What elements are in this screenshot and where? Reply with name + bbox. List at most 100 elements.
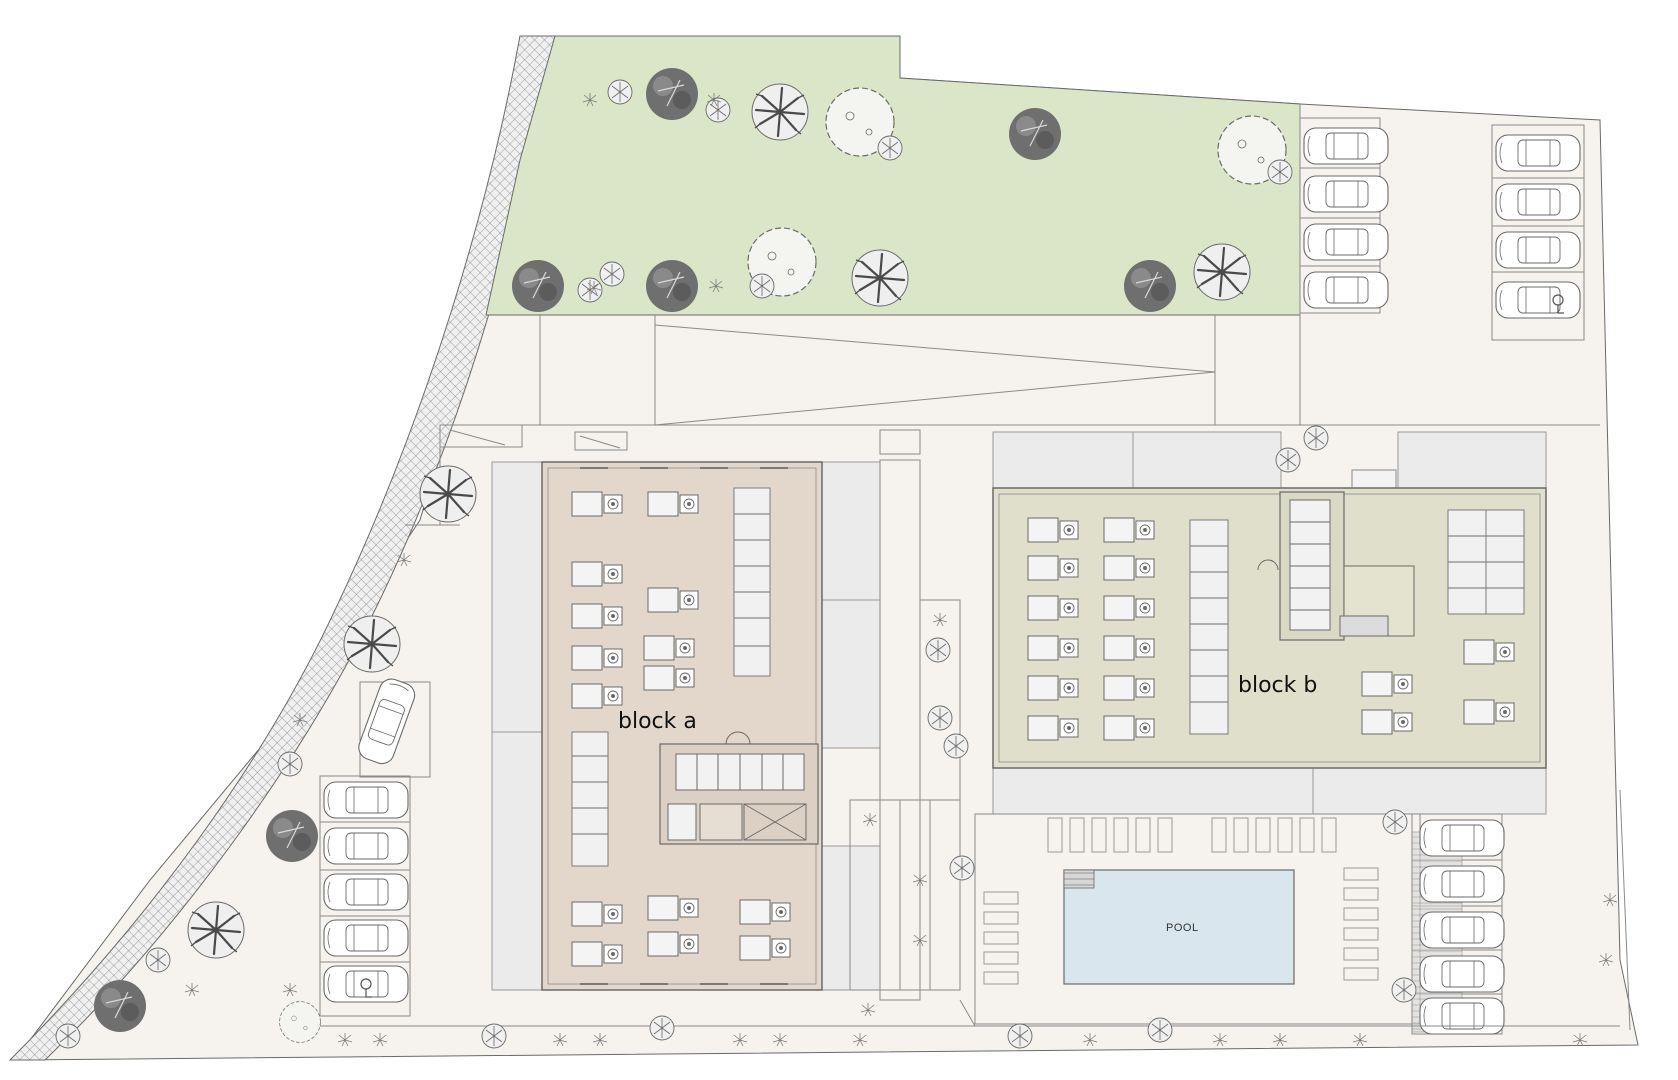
bed-icon	[571, 901, 623, 927]
tree-icon	[645, 259, 699, 313]
shrub-icon	[1147, 1017, 1173, 1043]
bed-icon	[571, 603, 623, 629]
boundary-wall	[8, 35, 556, 1061]
bed-icon	[1463, 639, 1515, 665]
bed-icon	[1103, 595, 1155, 621]
shrub-icon	[1267, 159, 1293, 185]
perimeter-lines	[320, 789, 1631, 1031]
car-icon	[1303, 175, 1389, 213]
car-icon	[1419, 997, 1505, 1035]
bed-icon	[1027, 715, 1079, 741]
shrub-icon	[55, 1023, 81, 1049]
car-icon	[1303, 127, 1389, 165]
bed-icon	[571, 645, 623, 671]
stair-icon	[659, 731, 819, 845]
bed-icon	[1027, 675, 1079, 701]
bed-icon	[571, 683, 623, 709]
block-b-label: block b	[1238, 673, 1317, 698]
bed-icon	[571, 561, 623, 587]
bed-icon	[1027, 517, 1079, 543]
tree-icon	[1008, 107, 1062, 161]
car-icon	[1419, 865, 1505, 903]
car-icon	[1495, 134, 1581, 172]
tree-icon	[511, 259, 565, 313]
bed-icon	[739, 935, 791, 961]
bed-icon	[647, 587, 699, 613]
car-icon	[1419, 911, 1505, 949]
bed-icon	[1103, 715, 1155, 741]
tree-icon	[279, 1001, 321, 1043]
parked-cars-west	[323, 675, 419, 1003]
bed-icon	[571, 941, 623, 967]
wardrobe-icon	[1189, 509, 1525, 735]
car-icon	[1419, 819, 1505, 857]
bed-icon	[1103, 635, 1155, 661]
shrub-icon	[925, 637, 951, 663]
shrub-icon	[927, 705, 953, 731]
tree-icon	[750, 82, 810, 142]
parked-cars-east	[1419, 819, 1505, 1035]
bed-icon	[643, 665, 695, 691]
car-icon	[1303, 271, 1389, 309]
shrub-icon	[145, 947, 171, 973]
bed-icon	[647, 491, 699, 517]
parking-area-north	[1299, 117, 1585, 341]
bed-icon	[643, 635, 695, 661]
tree-icon	[1123, 259, 1177, 313]
tree-icon	[1192, 242, 1252, 302]
shrub-icon	[1303, 425, 1329, 451]
bed-icon	[647, 931, 699, 957]
car-icon	[323, 919, 409, 957]
car-icon	[323, 781, 409, 819]
shrub-icon	[877, 135, 903, 161]
shrub-icon	[949, 855, 975, 881]
accessible-parking-icon	[360, 978, 372, 998]
shrub-icon	[1382, 809, 1408, 835]
block-a: block a	[491, 461, 881, 991]
bed-icon	[1361, 671, 1413, 697]
tree-icon	[418, 464, 478, 524]
car-icon	[323, 873, 409, 911]
car-icon	[323, 827, 409, 865]
car-icon	[1303, 223, 1389, 261]
bed-icon	[1027, 555, 1079, 581]
bed-icon	[1103, 517, 1155, 543]
central-walkway	[849, 459, 961, 1001]
tree-icon	[850, 248, 910, 308]
bed-icon	[647, 895, 699, 921]
shrub-icon	[277, 751, 303, 777]
car-icon	[1495, 281, 1581, 319]
bed-icon	[1027, 595, 1079, 621]
shrub-icon	[943, 733, 969, 759]
shrub-icon	[1275, 447, 1301, 473]
pool-deck	[974, 813, 1421, 1025]
bed-icon	[1103, 675, 1155, 701]
wardrobe-icon	[571, 487, 771, 867]
car-icon	[1419, 955, 1505, 993]
bed-icon	[1463, 699, 1515, 725]
shrub-icon	[649, 1015, 675, 1041]
shrub-icon	[1007, 1023, 1033, 1049]
car-icon	[1495, 183, 1581, 221]
car-icon	[1495, 231, 1581, 269]
pool: POOL	[1063, 869, 1295, 985]
tree-icon	[342, 614, 402, 674]
bed-icon	[739, 899, 791, 925]
shrub-icon	[749, 273, 775, 299]
parked-cars-north	[1303, 127, 1581, 319]
shrub-icon	[577, 277, 603, 303]
pool-label: POOL	[1166, 922, 1199, 934]
stair-icon	[1257, 491, 1415, 641]
bed-icon	[1103, 555, 1155, 581]
bed-icon	[1361, 709, 1413, 735]
accessible-parking-icon	[1552, 294, 1564, 314]
shrub-icon	[1391, 977, 1417, 1003]
shrub-icon	[607, 79, 633, 105]
parking-area-west	[319, 681, 431, 1017]
tree-icon	[93, 979, 147, 1033]
shrub-icon	[599, 261, 625, 287]
tree-icon	[645, 67, 699, 121]
tree-icon	[186, 900, 246, 960]
block-a-label: block a	[618, 709, 697, 734]
